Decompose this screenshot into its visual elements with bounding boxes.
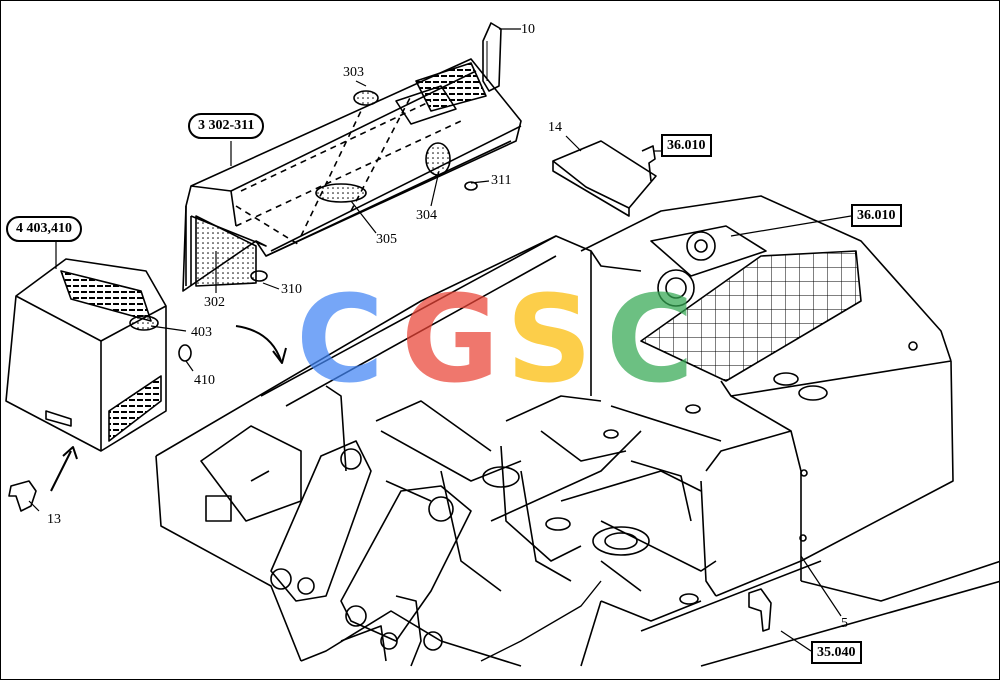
assembly-ref-hood: 4 403,410 — [6, 216, 82, 242]
callout-310: 310 — [281, 282, 302, 297]
callout-13: 13 — [47, 512, 61, 527]
part-10-bracket — [482, 22, 502, 92]
watermark-letter-1: C — [296, 271, 385, 410]
swing-ring — [482, 404, 701, 605]
grid-plate — [640, 250, 862, 382]
watermark-letter-4: C — [606, 271, 695, 410]
callout-403: 403 — [191, 325, 212, 340]
callout-305: 305 — [376, 232, 397, 247]
ref-35040-latch: 35.040 — [811, 641, 862, 665]
callout-304: 304 — [416, 208, 437, 223]
watermark-letter-3: S — [506, 271, 593, 410]
engine-cover — [182, 58, 522, 292]
washer-311 — [464, 181, 478, 191]
latch-13 — [8, 480, 37, 512]
ref-36010-grid: 36.010 — [851, 204, 902, 228]
hose — [480, 580, 602, 662]
callout-5: 5 — [841, 616, 848, 631]
part-36010-bolt — [641, 145, 656, 182]
latch-35040 — [748, 588, 772, 632]
callout-14: 14 — [548, 120, 562, 135]
callout-302: 302 — [204, 295, 225, 310]
watermark-letter-2: G — [401, 271, 500, 410]
washer-310 — [250, 270, 268, 282]
side-hood — [5, 258, 192, 452]
leader-lines — [28, 28, 852, 652]
callout-303: 303 — [343, 65, 364, 80]
assembly-ref-cover: 3 302-311 — [188, 113, 265, 139]
washer-410 — [178, 344, 192, 362]
boom-brackets — [270, 440, 472, 667]
callout-10: 10 — [521, 22, 535, 37]
main-frame — [155, 195, 1000, 667]
part-14-plate — [552, 140, 657, 209]
ref-36010-bolt: 36.010 — [661, 134, 712, 158]
callout-410: 410 — [194, 373, 215, 388]
callout-311: 311 — [491, 173, 512, 188]
